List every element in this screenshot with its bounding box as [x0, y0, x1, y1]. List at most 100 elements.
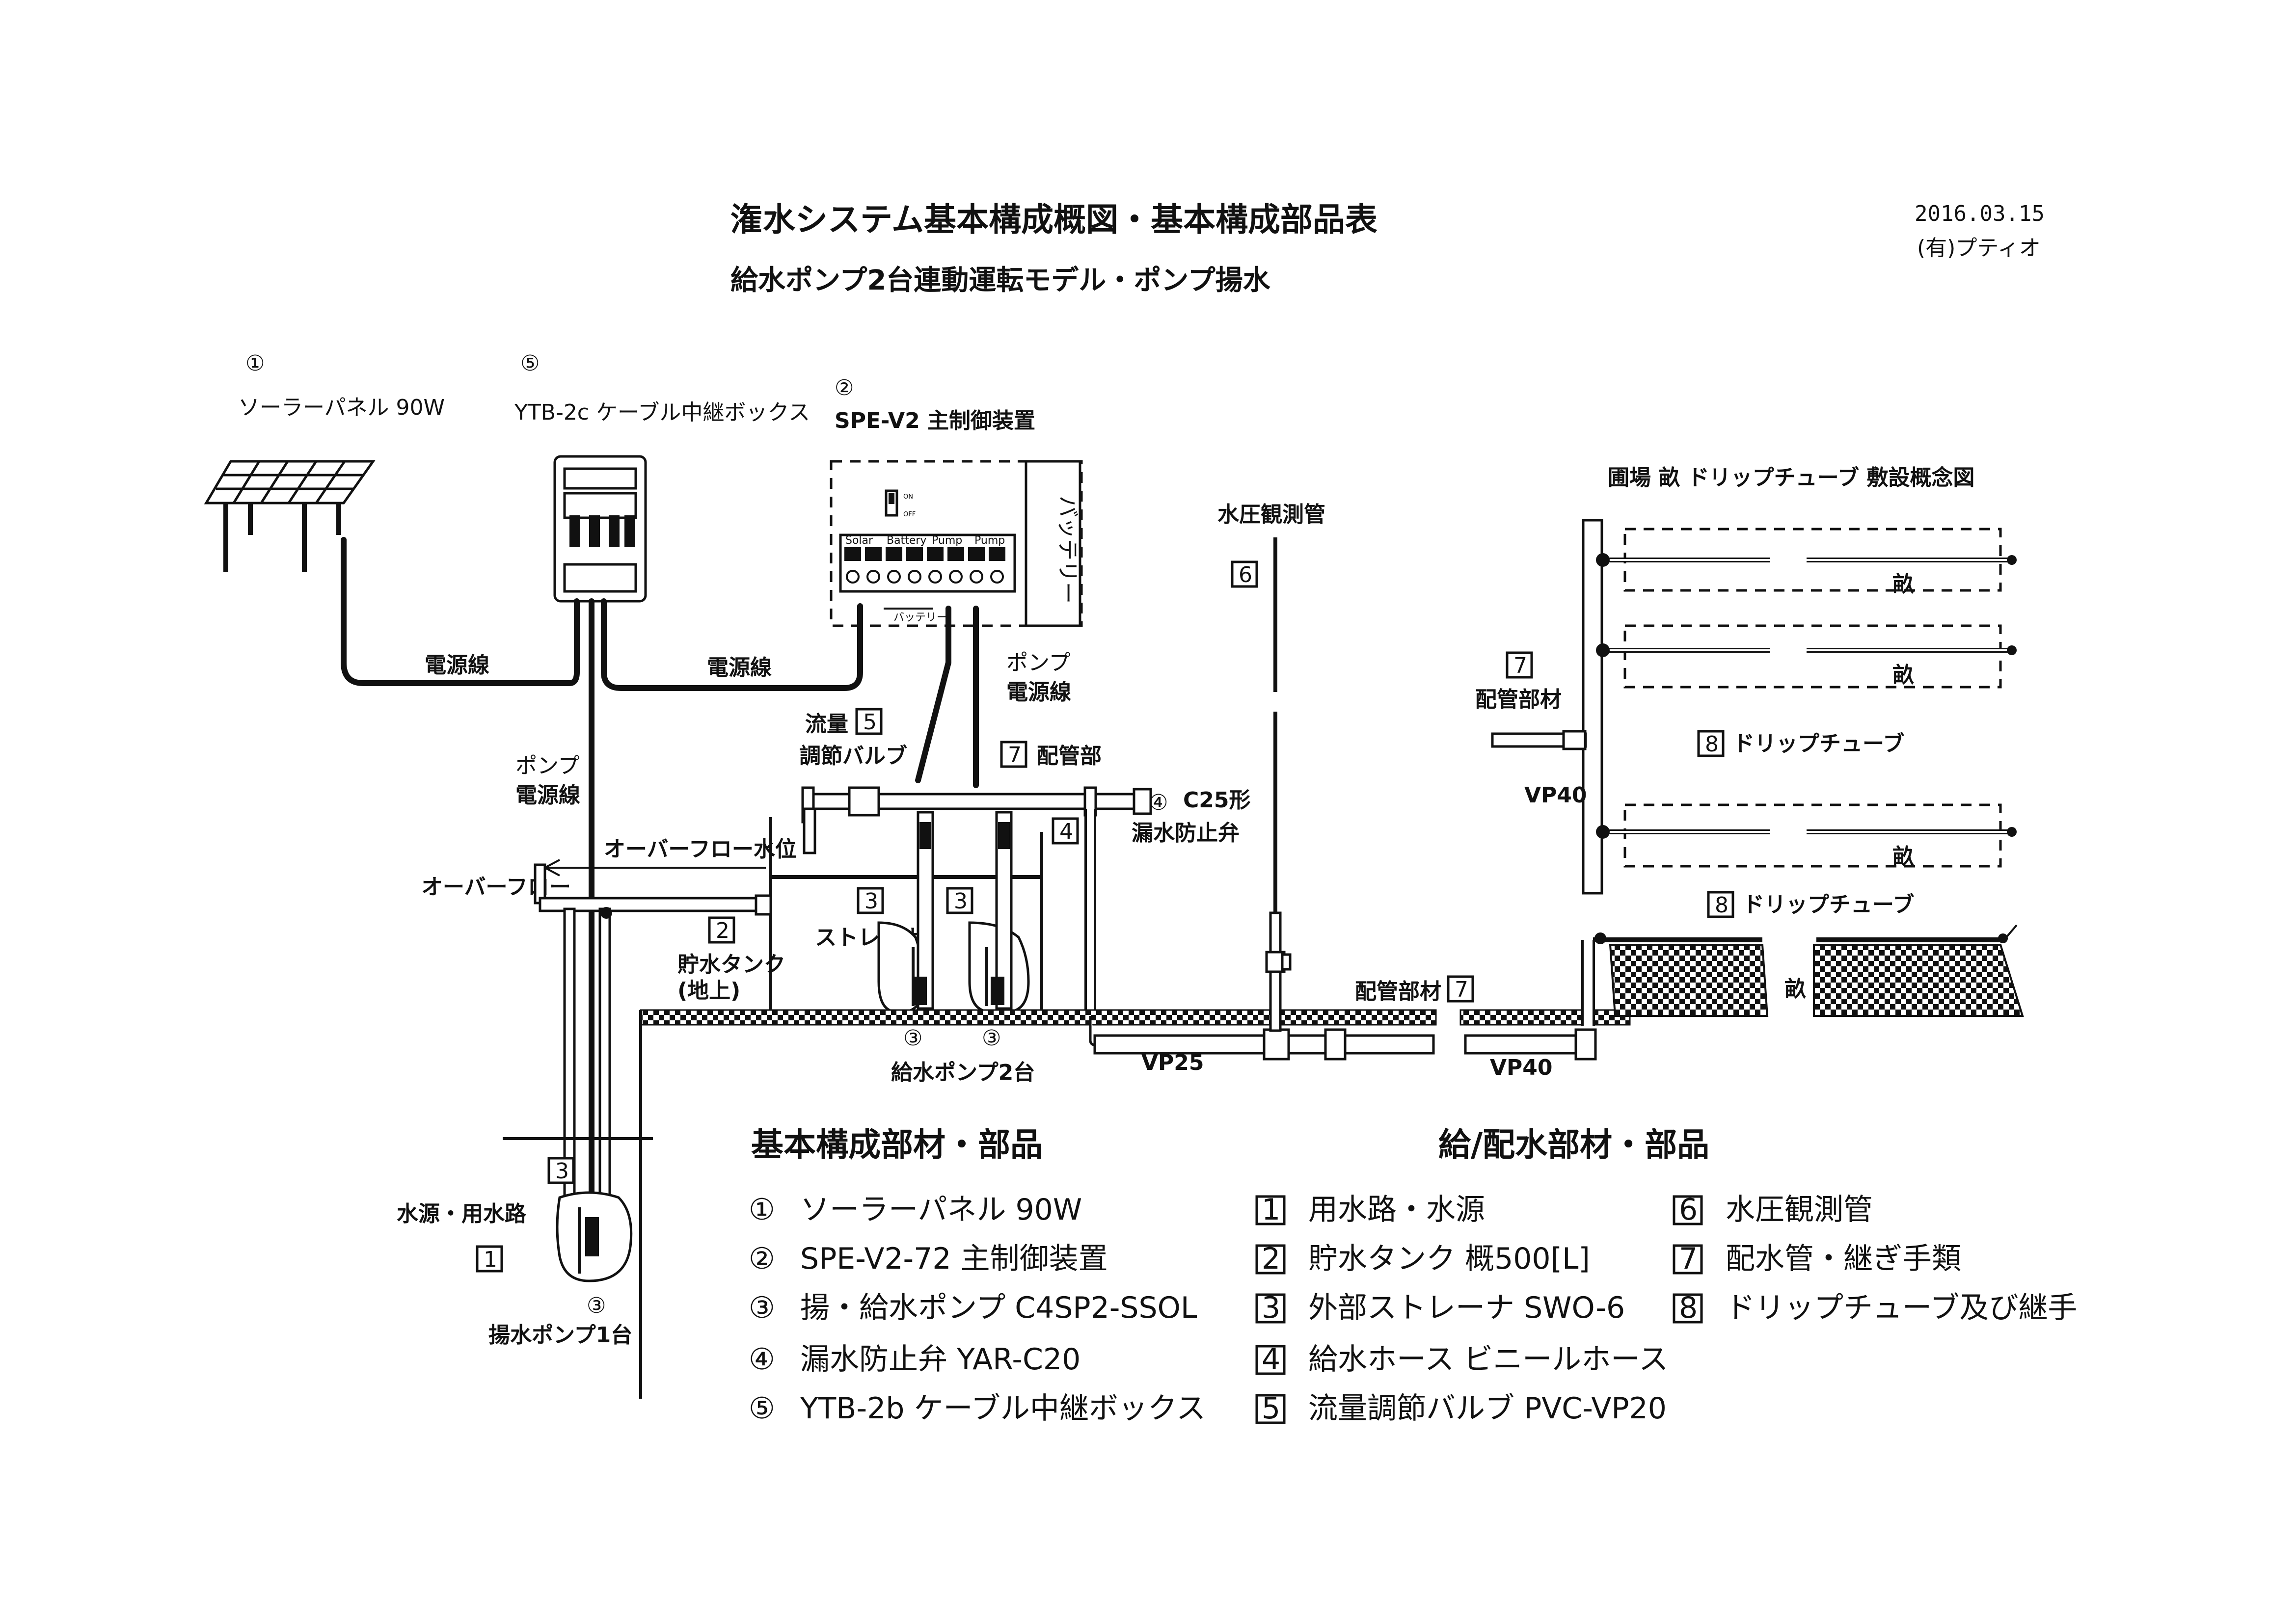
solar-panel — [204, 460, 376, 572]
parts-item-2-text: SPE-V2-72 主制御装置 — [800, 1242, 1108, 1276]
overflow-level-label: オーバーフロー水位 — [604, 837, 797, 862]
parts-list: ① ソーラーパネル 90W ② SPE-V2-72 主制御装置 ③ 揚・給水ポン… — [749, 1193, 1206, 1426]
supply-pump-1 — [877, 811, 934, 1013]
supply-item-3-text: 外部ストレーナ SWO-6 — [1308, 1291, 1625, 1325]
vp40-bottom-label: VP40 — [1490, 1055, 1553, 1080]
tank-number-box — [708, 916, 735, 944]
pump-power-2a: ポンプ — [1006, 650, 1071, 675]
supply-list: 1 用水路・水源 2 貯水タンク 概500[L] 3 外部ストレーナ SWO-6… — [1255, 1193, 2077, 1426]
supply-item-5-number: 5 — [1262, 1391, 1280, 1426]
lift-pump-label: 揚水ポンプ1台 — [488, 1323, 632, 1348]
terminal-battery: Battery — [887, 534, 926, 547]
overflow-label: オーバーフロー — [421, 875, 571, 900]
supply-item-2-text: 貯水タンク 概500[L] — [1308, 1242, 1590, 1276]
overflow-pipe — [534, 863, 772, 1210]
overflow-arrow — [544, 859, 766, 877]
ridge-side-label: 畝 — [1784, 977, 1806, 1002]
switch-off-label: OFF — [903, 511, 916, 518]
strainer-1-number-box — [857, 887, 884, 914]
water-source-number-box — [476, 1245, 503, 1273]
check-valve-label-a: C25形 — [1183, 788, 1251, 813]
controller-label: SPE-V2 主制御装置 — [835, 408, 1035, 433]
parts-item-5-text: YTB-2b ケーブル中継ボックス — [800, 1391, 1206, 1426]
strainer-1-number: 3 — [864, 889, 878, 914]
parts-item-2-number: ② — [749, 1242, 775, 1276]
strainer-2-number: 3 — [954, 889, 968, 914]
tank-label-b: (地上) — [677, 978, 740, 1003]
terminal-pump-2: Pump — [974, 534, 1005, 547]
supply-item-4-number: 4 — [1262, 1342, 1280, 1377]
vp25-label: VP25 — [1141, 1050, 1204, 1075]
lift-pump-number: ③ — [587, 1293, 606, 1318]
water-source-number: 1 — [484, 1247, 497, 1272]
pump-power-2b: 電源線 — [1006, 680, 1071, 705]
piping-number-box — [1000, 741, 1027, 768]
pipe-material-bottom-label: 配管部材 — [1355, 979, 1441, 1004]
hose-number-box — [1052, 817, 1079, 845]
pipe-material-field-number: 7 — [1513, 653, 1527, 678]
drip-tube-1-number: 8 — [1705, 732, 1719, 757]
pressure-pipe-label: 水圧観測管 — [1217, 502, 1325, 527]
check-valve-label-b: 漏水防止弁 — [1132, 821, 1240, 846]
switch-on-label: ON — [903, 493, 913, 501]
water-source-label: 水源・用水路 — [397, 1201, 527, 1226]
drip-tube-1-label: ドリップチューブ — [1733, 731, 1904, 756]
supply-item-1-text: 用水路・水源 — [1308, 1193, 1485, 1227]
pressure-observation-pipe — [1265, 537, 1292, 1032]
pipe-material-bottom-number: 7 — [1455, 977, 1468, 1002]
solar-panel-label: ソーラーパネル 90W — [238, 395, 445, 420]
pressure-pipe-number-box — [1231, 560, 1258, 588]
pressure-pipe-number: 6 — [1239, 562, 1252, 587]
drip-tube-2-number-box — [1707, 891, 1734, 918]
drip-tube-2-number: 8 — [1715, 893, 1729, 918]
company-name: (有)プティオ — [1917, 236, 2041, 261]
parts-item-4-number: ④ — [749, 1342, 775, 1377]
field-drip-layout — [1491, 519, 2017, 895]
pump-power-cable-1 — [915, 606, 951, 783]
parts-item-3-number: ③ — [749, 1291, 775, 1325]
parts-list-title: 基本構成部材・部品 — [751, 1126, 1043, 1164]
supply-pump-label: 給水ポンプ2台 — [891, 1060, 1035, 1085]
parts-item-3-text: 揚・給水ポンプ C4SP2-SSOL — [800, 1291, 1197, 1325]
flow-valve-number-box — [855, 708, 883, 735]
battery-label: バッテリー — [1055, 496, 1080, 604]
parts-item-5-number: ⑤ — [749, 1391, 775, 1426]
lift-strainer-number: 3 — [555, 1159, 569, 1184]
pump-power-1b: 電源線 — [515, 783, 580, 808]
supply-item-6-number: 6 — [1679, 1193, 1698, 1227]
power-line-2-label: 電源線 — [707, 655, 772, 680]
document-date: 2016.03.15 — [1915, 201, 2045, 226]
pipe-material-field-number-box — [1506, 651, 1533, 679]
ridge-2-label: 畝 — [1892, 663, 1914, 688]
page-title: 潅水システム基本構成概図・基本構成部品表 — [730, 201, 1378, 239]
drip-tube-2-label: ドリップチューブ — [1743, 892, 1914, 917]
piping-label: 配管部 — [1037, 744, 1102, 769]
flow-valve-label-b: 調節バルブ — [799, 744, 907, 769]
cable-box-label: YTB-2c ケーブル中継ボックス — [514, 400, 810, 425]
page-subtitle: 給水ポンプ2台連動運転モデル・ポンプ揚水 — [730, 265, 1271, 296]
battery-small-label: バッテリー — [893, 612, 947, 624]
lift-strainer-number-box — [547, 1157, 575, 1184]
supply-item-8-text: ドリップチューブ及び継手 — [1726, 1291, 2077, 1325]
supply-header-pipe — [801, 786, 1152, 1016]
field-title: 圃場 畝 ドリップチューブ 敷設概念図 — [1608, 465, 1974, 490]
vp40-field-label: VP40 — [1524, 783, 1587, 808]
flow-valve-number: 5 — [863, 710, 877, 735]
main-controller — [830, 460, 1083, 627]
cable-relay-box — [553, 455, 647, 603]
ridge-3-label: 畝 — [1892, 844, 1914, 869]
flow-valve-label-a: 流量 — [805, 712, 848, 737]
supply-item-2-number: 2 — [1262, 1242, 1280, 1276]
supply-list-title: 給/配水部材・部品 — [1438, 1126, 1709, 1164]
parts-item-4-text: 漏水防止弁 YAR-C20 — [800, 1342, 1080, 1377]
ridge-1-label: 畝 — [1892, 572, 1914, 597]
ground-surface — [503, 1009, 1631, 1399]
drip-tube-1-number-box — [1697, 730, 1725, 757]
supply-item-1-number: 1 — [1262, 1193, 1280, 1227]
supply-item-7-text: 配水管・継ぎ手類 — [1726, 1242, 1961, 1276]
pipe-material-bottom-number-box — [1447, 975, 1474, 1003]
lift-pump — [556, 1191, 633, 1282]
parts-item-1-text: ソーラーパネル 90W — [800, 1193, 1082, 1227]
supply-pump-2-number: ③ — [982, 1026, 1001, 1051]
